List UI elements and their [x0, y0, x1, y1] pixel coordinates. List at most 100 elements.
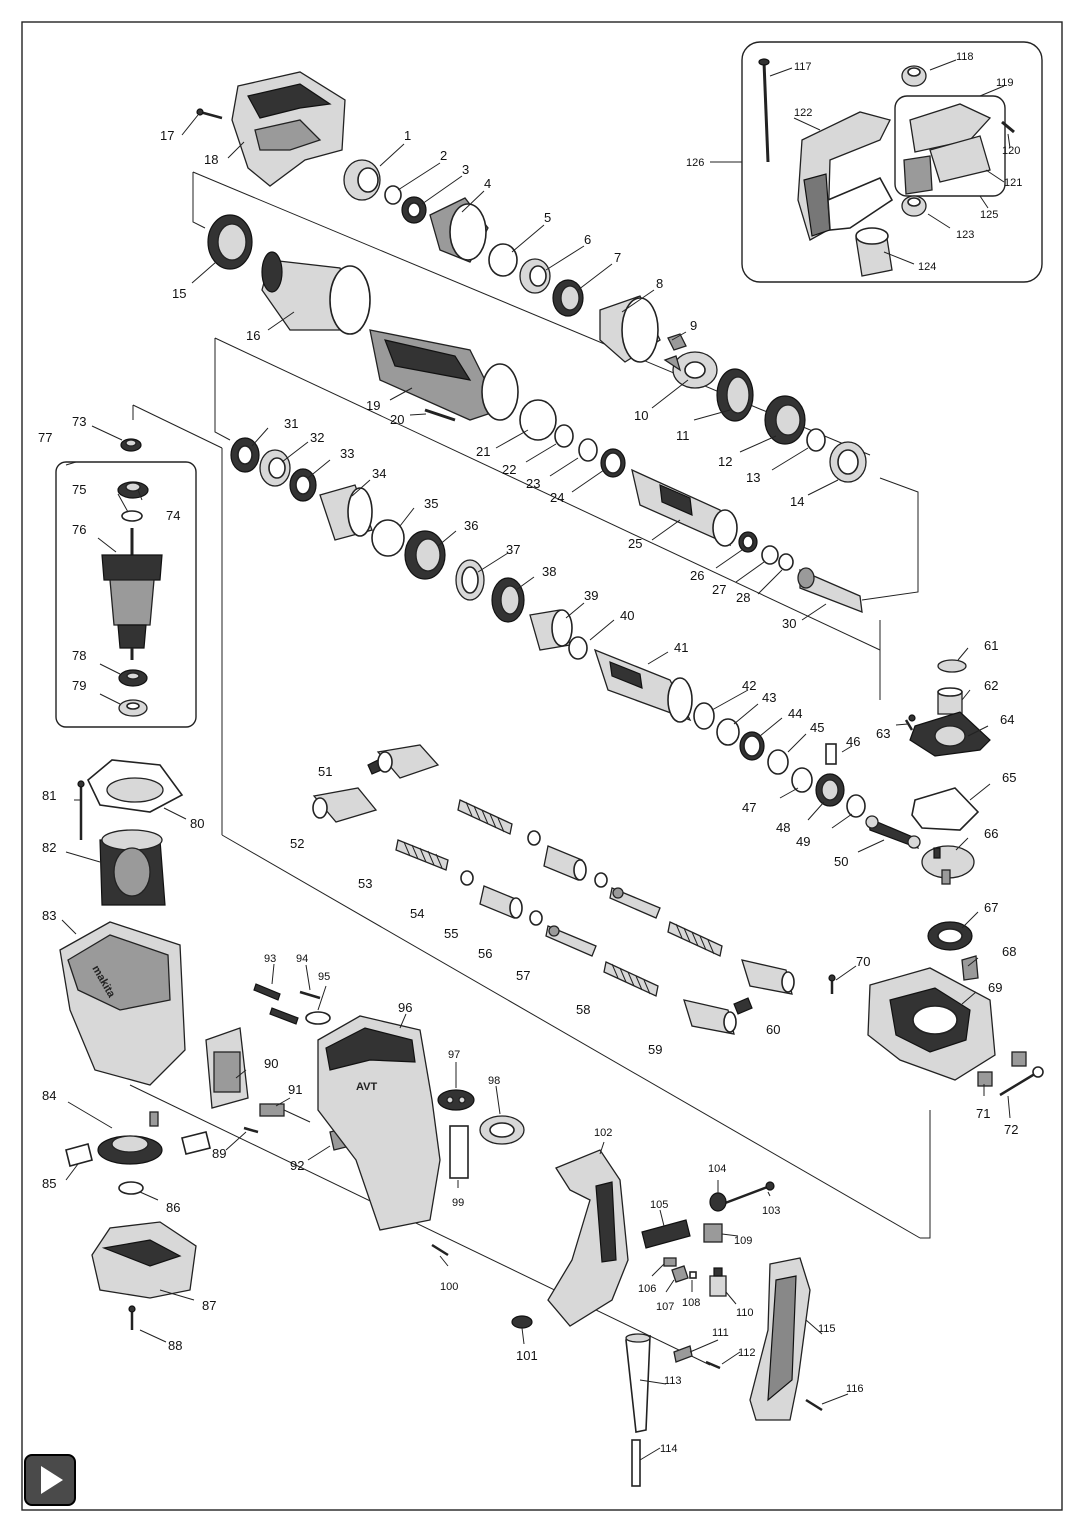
- part-label-74: 74: [166, 508, 180, 523]
- part-label-64: 64: [1000, 712, 1014, 727]
- part-label-88: 88: [168, 1338, 182, 1353]
- ring-21: [519, 399, 557, 441]
- ring-13: [806, 428, 826, 452]
- ring-33: [289, 468, 317, 502]
- part-label-55: 55: [444, 926, 458, 941]
- ring-43: [716, 718, 740, 746]
- part-label-4: 4: [484, 176, 491, 191]
- avt-mark: AVT: [356, 1081, 377, 1093]
- knob-101: [511, 1315, 533, 1329]
- part-label-22: 22: [502, 462, 516, 477]
- part-label-28: 28: [736, 590, 750, 605]
- part-label-113: 113: [664, 1375, 682, 1387]
- part-label-18: 18: [204, 152, 218, 167]
- part-label-81: 81: [42, 788, 56, 803]
- part-label-67: 67: [984, 900, 998, 915]
- part-106: [663, 1257, 677, 1267]
- part-label-103: 103: [762, 1205, 780, 1217]
- part-label-40: 40: [620, 608, 634, 623]
- part-label-116: 116: [846, 1383, 864, 1395]
- part-label-69: 69: [988, 980, 1002, 995]
- clamp-121: [903, 135, 991, 195]
- part-label-53: 53: [358, 876, 372, 891]
- part-label-79: 79: [72, 678, 86, 693]
- part-label-57: 57: [516, 968, 530, 983]
- part-label-3: 3: [462, 162, 469, 177]
- spring-93: [253, 983, 299, 1025]
- part-label-32: 32: [310, 430, 324, 445]
- part-label-75: 75: [72, 482, 86, 497]
- screw-94: [299, 990, 321, 1000]
- part-label-92: 92: [290, 1158, 304, 1173]
- ring-44: [739, 731, 765, 761]
- part-label-97: 97: [448, 1049, 460, 1061]
- gear-48: [815, 773, 845, 807]
- clutch-36: [404, 530, 446, 580]
- pin-9: [667, 333, 687, 351]
- part-label-36: 36: [464, 518, 478, 533]
- part-label-121: 121: [1004, 177, 1022, 189]
- part-label-60: 60: [766, 1022, 780, 1037]
- ring-upper-a: [527, 830, 541, 846]
- ring-45: [767, 749, 789, 775]
- bolt-117: [758, 58, 770, 163]
- part-label-38: 38: [542, 564, 556, 579]
- part-107: [671, 1265, 689, 1283]
- bearing-67: [927, 921, 973, 951]
- cap-1: [343, 159, 381, 201]
- part-number-labels: 1234567891011121314151617181920212223242…: [38, 51, 1022, 1455]
- part-label-83: 83: [42, 908, 56, 923]
- ring-56: [529, 910, 543, 926]
- part-label-37: 37: [506, 542, 520, 557]
- part-label-84: 84: [42, 1088, 56, 1103]
- plate-10: [663, 351, 718, 389]
- play-button[interactable]: [24, 1454, 76, 1506]
- part-label-23: 23: [526, 476, 540, 491]
- part-label-89: 89: [212, 1146, 226, 1161]
- armature-76: [101, 528, 163, 660]
- part-label-41: 41: [674, 640, 688, 655]
- part-label-24: 24: [550, 490, 564, 505]
- ring-5: [488, 243, 518, 277]
- part-label-35: 35: [424, 496, 438, 511]
- part-label-119: 119: [996, 77, 1014, 89]
- part-label-9: 9: [690, 318, 697, 333]
- part-label-87: 87: [202, 1298, 216, 1313]
- striker-upper: [609, 887, 661, 919]
- part-label-62: 62: [984, 678, 998, 693]
- screw-116: [805, 1398, 823, 1412]
- part-label-117: 117: [794, 61, 812, 73]
- spring-85: [65, 1131, 211, 1167]
- ring-37: [455, 559, 485, 601]
- part-label-86: 86: [166, 1200, 180, 1215]
- part-label-120: 120: [1002, 145, 1020, 157]
- part-label-101: 101: [516, 1348, 538, 1363]
- spring-68: [961, 955, 979, 981]
- holder-52: [312, 787, 378, 823]
- part-label-58: 58: [576, 1002, 590, 1017]
- plug-62: [937, 687, 963, 715]
- ring-2: [384, 185, 402, 205]
- grip-housing-102: [547, 1149, 629, 1327]
- washer-3: [401, 196, 427, 224]
- part-label-114: 114: [660, 1443, 678, 1455]
- part-label-90: 90: [264, 1056, 278, 1071]
- part-label-20: 20: [390, 412, 404, 427]
- part-label-118: 118: [956, 51, 974, 63]
- ring-40: [568, 636, 588, 660]
- field-82: [99, 829, 166, 906]
- part-label-15: 15: [172, 286, 186, 301]
- ring-49: [846, 794, 866, 818]
- part-label-78: 78: [72, 648, 86, 663]
- ring-73: [120, 438, 142, 452]
- part-label-33: 33: [340, 446, 354, 461]
- knob-118: [901, 65, 927, 87]
- part-label-46: 46: [846, 734, 860, 749]
- ring-22: [554, 424, 574, 448]
- piston-39: [529, 609, 573, 651]
- part-label-34: 34: [372, 466, 386, 481]
- part-108: [689, 1271, 697, 1279]
- part-label-124: 124: [918, 261, 936, 273]
- ring-54: [460, 870, 474, 886]
